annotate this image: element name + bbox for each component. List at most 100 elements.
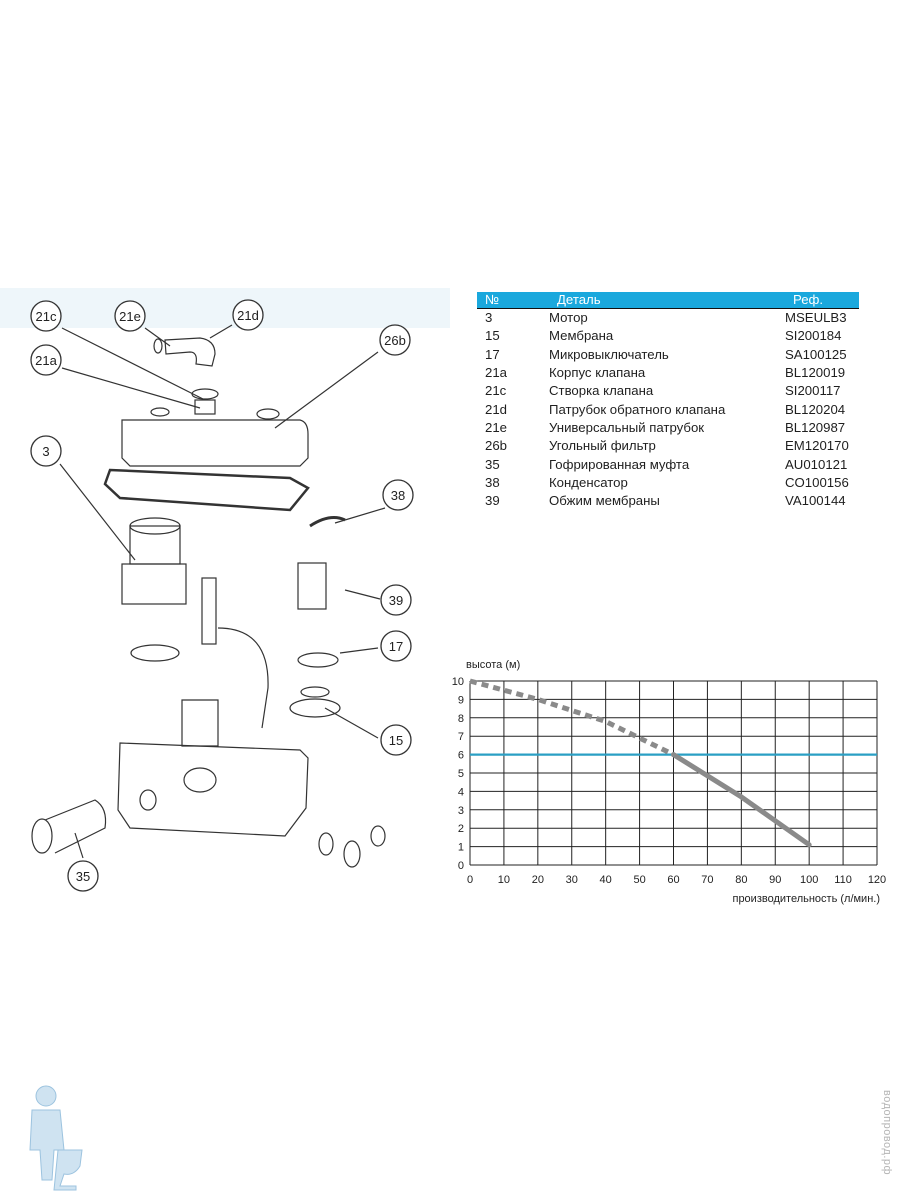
lid-gasket-part: [103, 468, 310, 512]
watermark-text: водопровод.рф: [881, 1090, 893, 1176]
chart-y-tick-label: 4: [458, 786, 464, 798]
outlet-connector-part: [318, 832, 334, 856]
chart-y-tick-label: 7: [458, 731, 464, 743]
leader-line-3: [59, 463, 136, 561]
chart-y-tick-label: 3: [458, 805, 464, 817]
part-ref-cell: SA100125: [785, 346, 847, 362]
callout-label-17: 17: [389, 639, 403, 654]
part-name-cell: Корпус клапана: [549, 365, 646, 381]
lid-cap-part: [150, 407, 170, 417]
leader-line-26b: [274, 351, 379, 429]
part-name-cell: Мотор: [549, 308, 785, 328]
chart-x-tick-label: 30: [566, 874, 578, 886]
callout-circle-35: [67, 860, 99, 892]
outlet-connector-part-2: [343, 840, 361, 868]
condenser-part: [297, 562, 327, 610]
callout-circle-3: [30, 435, 62, 467]
callout-label-35: 35: [76, 869, 90, 884]
header-ref: Реф.: [785, 292, 859, 309]
leader-line-15: [324, 707, 379, 739]
membrane-part: [289, 698, 341, 718]
part-name-cell: Мембрана: [549, 328, 614, 344]
chart-x-tick-label: 100: [800, 874, 818, 886]
performance-chart-svg: высота (м) производительность (л/мин.) 0…: [452, 659, 886, 905]
exploded-diagram-svg: 21c 21e 21d 26b 21a 3 38 39 17 15 35: [0, 288, 450, 892]
mascot-toilet: [53, 1149, 83, 1191]
part-ref-cell: SI200117: [785, 383, 841, 399]
callout-circle-17: [380, 630, 412, 662]
leader-line-21d: [209, 324, 233, 339]
chart-y-tick-label: 9: [458, 694, 464, 706]
part-ref-cell: AU010121: [785, 456, 848, 472]
part-ref-cell: CO100156: [785, 474, 849, 490]
chart-y-axis-label: высота (м): [466, 659, 520, 671]
callout-label-26b: 26b: [384, 333, 406, 348]
chart-y-tick-label: 1: [458, 842, 464, 854]
callout-label-3: 3: [42, 444, 49, 459]
leader-line-39: [344, 589, 381, 600]
part-name-cell: Универсальный патрубок: [549, 419, 705, 435]
part-number-cell: 39: [485, 493, 500, 509]
leader-line-35: [74, 832, 84, 859]
part-name-cell: Створка клапана: [549, 383, 654, 399]
callout-circle-21a: [30, 344, 62, 376]
chart-x-tick-label: 20: [532, 874, 544, 886]
universal-fitting-part: [153, 338, 163, 354]
part-name-cell: Гофрированная муфта: [549, 456, 690, 472]
callout-circle-39: [380, 584, 412, 616]
part-name-cell: Патрубок обратного клапана: [549, 401, 726, 417]
callout-circle-21d: [232, 299, 264, 331]
part-number-cell: 21a: [485, 365, 508, 381]
header-number: №: [477, 292, 549, 309]
table-row: 15 Мембрана SI200184: [477, 327, 859, 345]
part-name-cell: Угольный фильтр: [549, 438, 656, 454]
part-ref-cell: BL120204: [785, 401, 846, 417]
vertical-pipe-part: [201, 577, 217, 645]
callout-label-21a: 21a: [35, 353, 57, 368]
performance-chart: высота (м) производительность (л/мин.) 0…: [448, 650, 900, 912]
diagram-top-tint: [0, 288, 450, 328]
leader-line-21e: [144, 327, 171, 347]
callout-circle-26b: [379, 324, 411, 356]
chart-x-tick-label: 70: [701, 874, 713, 886]
outlet-connector-part-3: [370, 825, 386, 847]
chart-x-tick-label: 60: [667, 874, 679, 886]
bellows-clamp-part: [31, 818, 53, 854]
part-ref-cell: SI200184: [785, 328, 842, 344]
chart-y-tick-label: 2: [458, 823, 464, 835]
chart-x-tick-label: 50: [633, 874, 645, 886]
valve-housing-part: [194, 399, 216, 415]
part-number-cell: 3: [477, 308, 549, 328]
main-tank-part: [117, 742, 309, 837]
leader-line-21a: [61, 367, 201, 409]
part-number-cell: 17: [485, 346, 500, 362]
part-number-cell: 15: [485, 328, 500, 344]
carbon-filter-part: [256, 408, 280, 420]
part-name-cell: Микровыключатель: [549, 346, 669, 362]
bellows-coupling-part: [44, 799, 107, 854]
callout-label-21c: 21c: [36, 309, 57, 324]
chart-y-tick-label: 8: [458, 713, 464, 725]
part-number-cell: 38: [485, 474, 500, 490]
part-ref-cell: BL120987: [785, 419, 846, 435]
plumber-mascot-icon: [24, 1080, 86, 1192]
parts-table-header: № Деталь Реф.: [477, 292, 859, 309]
check-valve-pipe-part: [164, 337, 216, 367]
chart-series-line-2: [671, 752, 812, 848]
callout-circle-21c: [30, 300, 62, 332]
table-row: 17 Микровыключатель SA100125: [477, 346, 859, 364]
motor-base-part: [121, 563, 187, 605]
callout-label-39: 39: [389, 593, 403, 608]
chart-x-tick-label: 40: [600, 874, 612, 886]
plumber-mascot-svg: [29, 1085, 83, 1191]
chart-y-tick-label: 10: [452, 676, 464, 688]
callout-label-15: 15: [389, 733, 403, 748]
